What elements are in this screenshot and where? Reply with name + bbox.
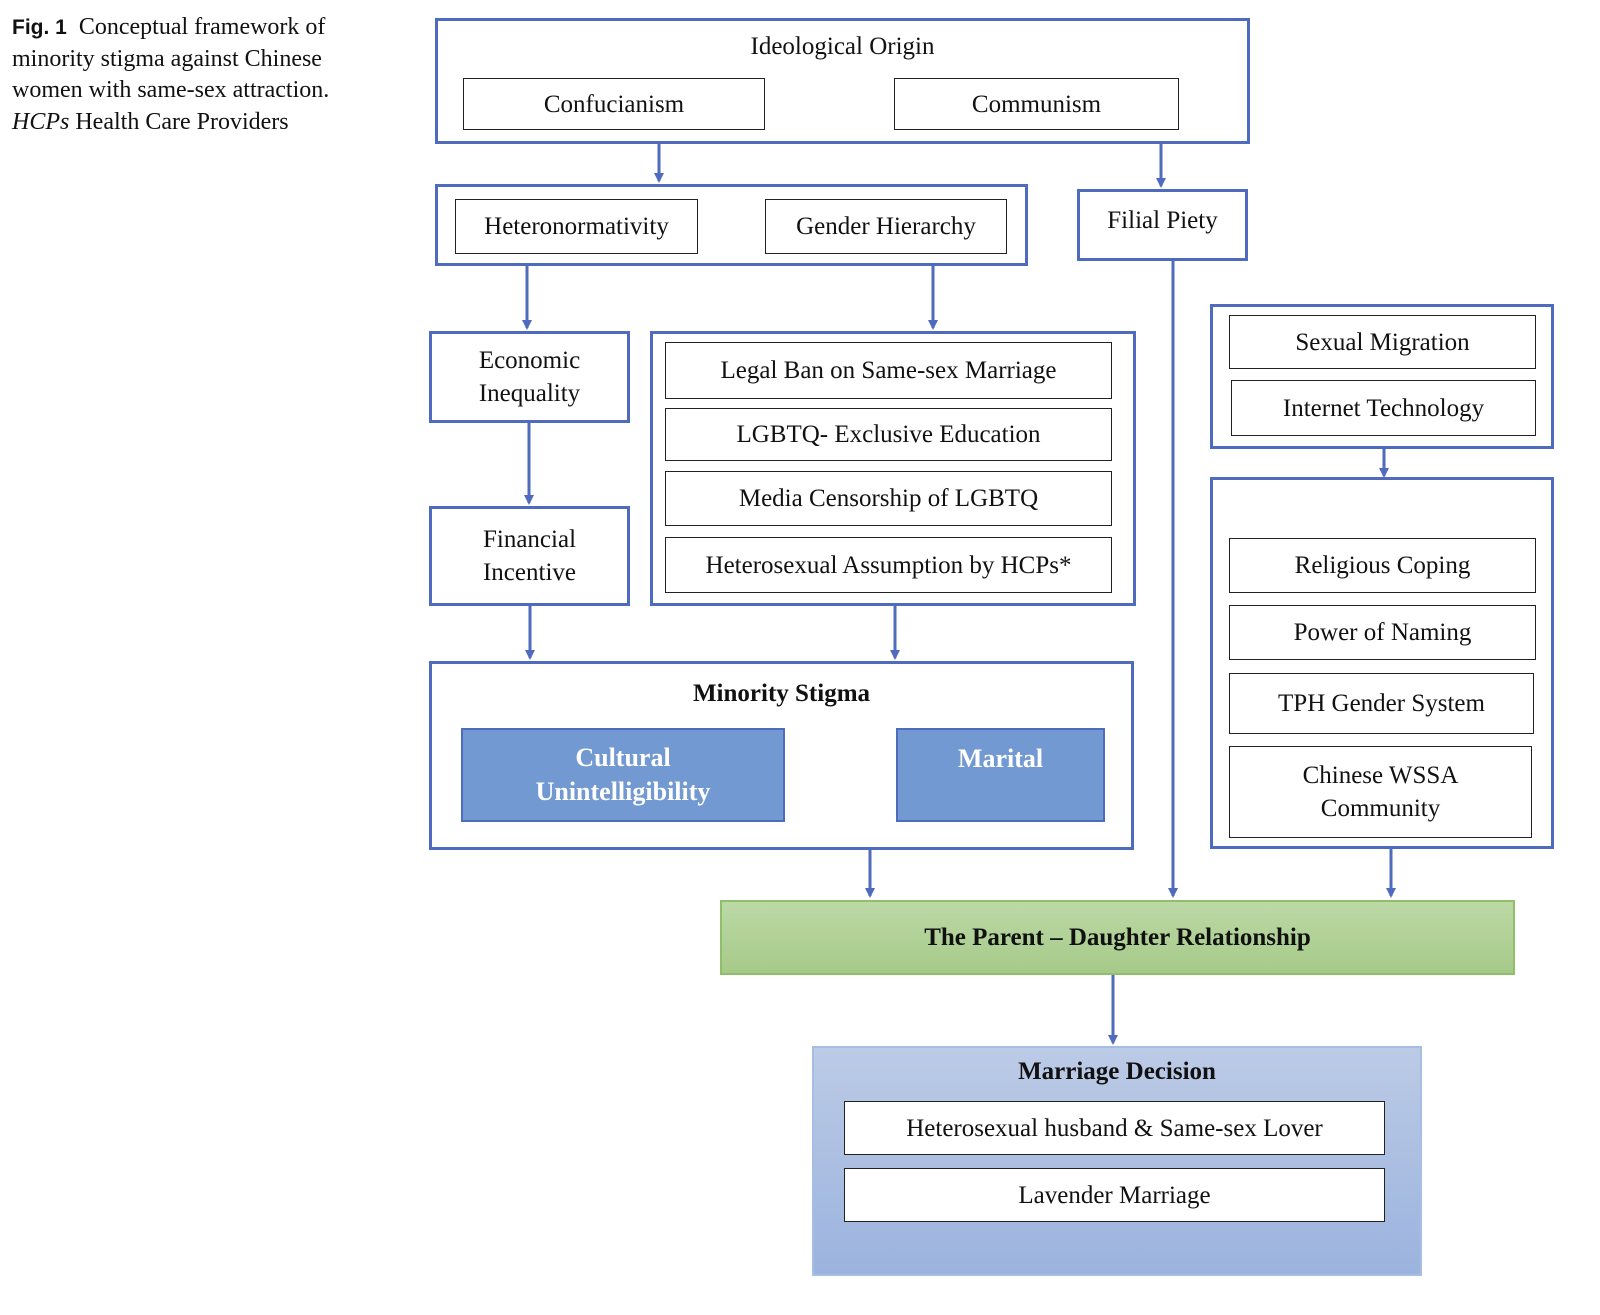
figure-caption: Fig. 1 Conceptual framework of minority …	[12, 12, 357, 138]
figure-label: Fig. 1	[12, 16, 67, 39]
internet-technology-box: Internet Technology	[1231, 380, 1536, 436]
gender-hierarchy-box: Gender Hierarchy	[765, 199, 1007, 254]
heterosexual-assumption-box: Heterosexual Assumption by HCPs*	[665, 537, 1112, 593]
marital-box: Marital	[896, 728, 1105, 822]
exclusive-education-box: LGBTQ- Exclusive Education	[665, 408, 1112, 461]
sexual-migration-box: Sexual Migration	[1229, 315, 1536, 369]
filial-piety-box: Filial Piety	[1077, 189, 1248, 261]
lavender-marriage-box: Lavender Marriage	[844, 1168, 1385, 1222]
caption-abbr: HCPs	[12, 108, 70, 135]
marriage-decision-box: Marriage Decision	[812, 1046, 1422, 1276]
parent-daughter-relationship-box: The Parent – Daughter Relationship	[720, 900, 1515, 975]
legal-ban-box: Legal Ban on Same-sex Marriage	[665, 342, 1112, 399]
caption-text: Conceptual framework of minority stigma …	[12, 14, 330, 103]
ideological-origin-title: Ideological Origin	[750, 33, 935, 60]
marriage-decision-title: Marriage Decision	[1018, 1058, 1216, 1085]
heteronormativity-box: Heteronormativity	[455, 199, 698, 254]
cultural-unintelligibility-box: Cultural Unintelligibility	[461, 728, 785, 822]
financial-incentive-box: Financial Incentive	[429, 506, 630, 606]
communism-box: Communism	[894, 78, 1179, 130]
caption-abbr-def: Health Care Providers	[75, 108, 289, 135]
minority-stigma-title: Minority Stigma	[692, 680, 871, 707]
power-of-naming-box: Power of Naming	[1229, 605, 1536, 660]
tph-gender-system-box: TPH Gender System	[1229, 673, 1534, 734]
religious-coping-box: Religious Coping	[1229, 538, 1536, 593]
confucianism-box: Confucianism	[463, 78, 765, 130]
husband-and-lover-box: Heterosexual husband & Same-sex Lover	[844, 1101, 1385, 1155]
media-censorship-box: Media Censorship of LGBTQ	[665, 471, 1112, 526]
economic-inequality-box: Economic Inequality	[429, 331, 630, 423]
chinese-wssa-community-box: Chinese WSSA Community	[1229, 746, 1532, 838]
